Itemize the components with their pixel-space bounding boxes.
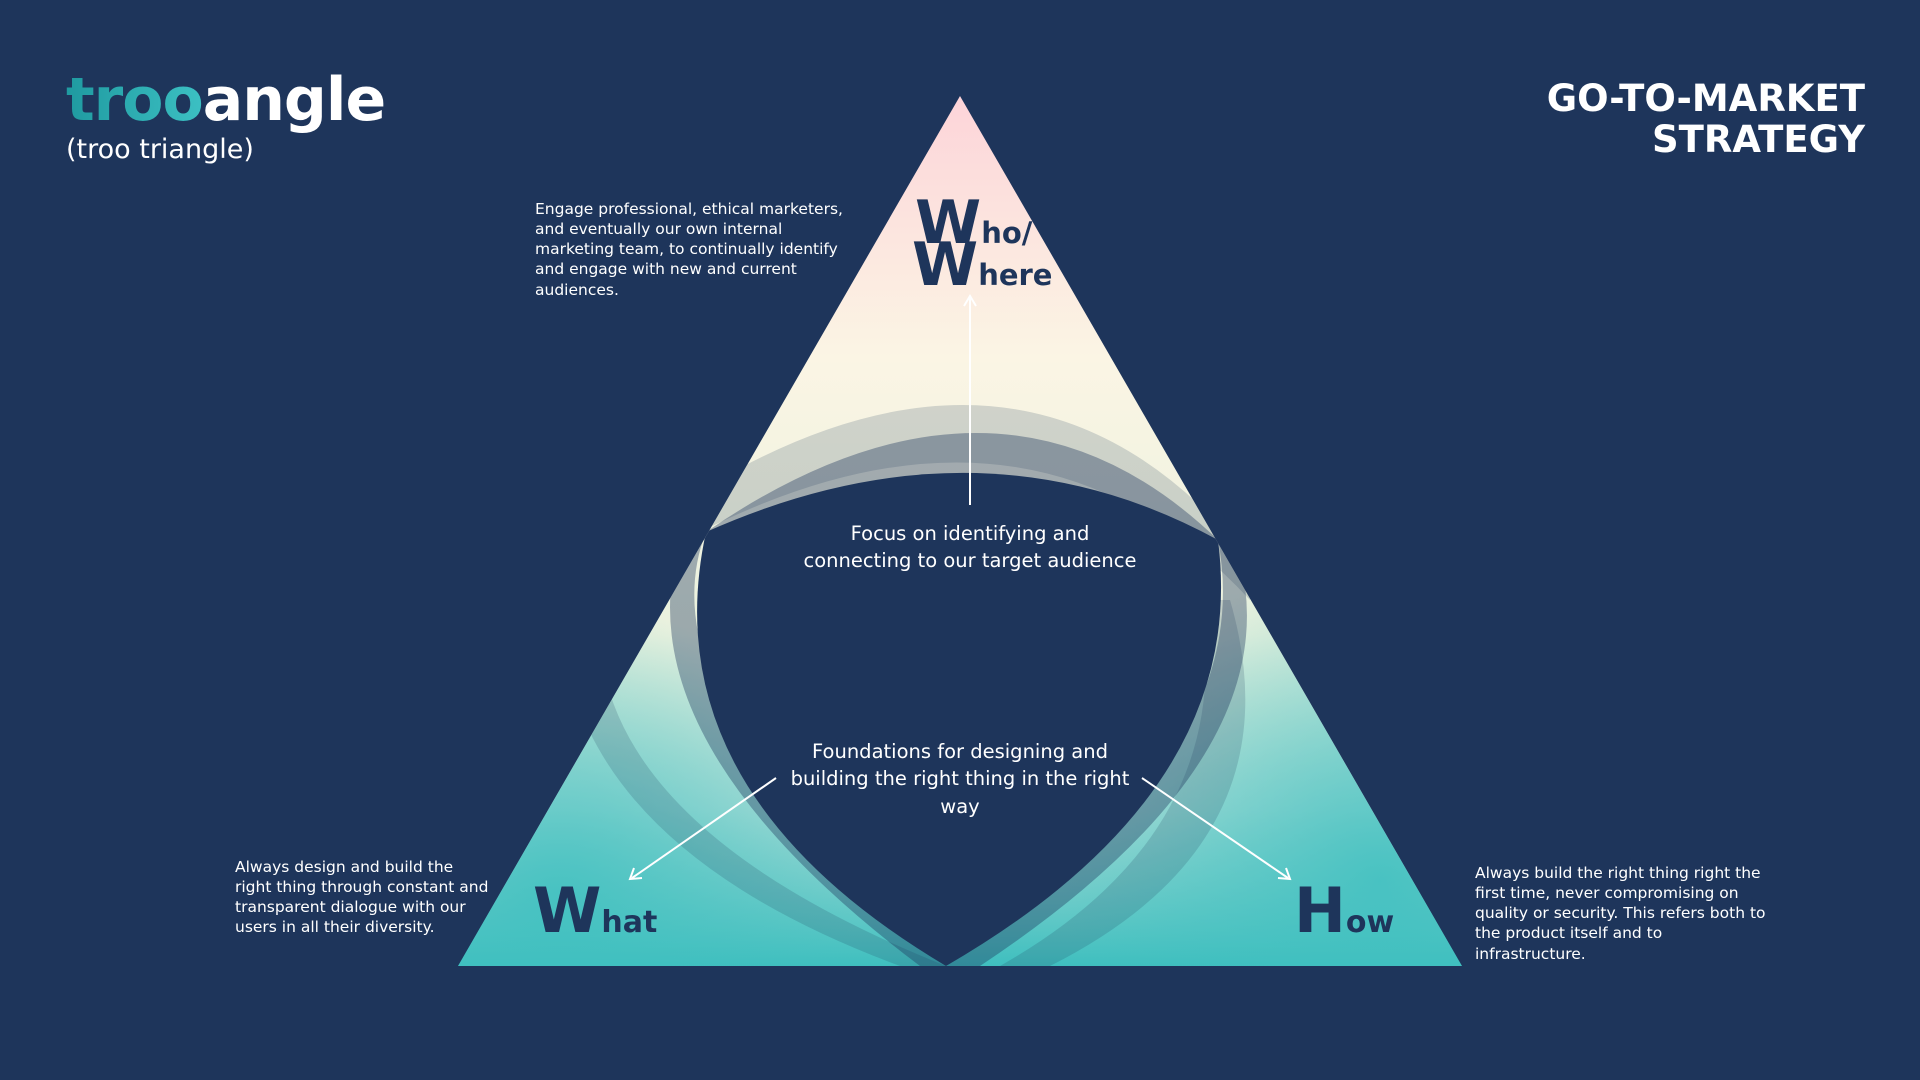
band-right-outer — [1000, 600, 1246, 966]
page-title: GO-TO-MARKET STRATEGY — [1547, 78, 1865, 161]
center-text-top: Focus on identifying and connecting to o… — [803, 522, 1137, 573]
label-who: Who/ — [915, 188, 1033, 258]
description-how: Always build the right thing right the f… — [1475, 864, 1766, 963]
center-text-bottom: Foundations for designing and building t… — [790, 740, 1130, 818]
description-who-where: Engage professional, ethical marketers, … — [535, 200, 843, 299]
band-right-inner — [946, 540, 1247, 966]
label-who-letter: W — [915, 188, 981, 258]
label-what-suffix: hat — [601, 905, 657, 940]
label-how-suffix: ow — [1346, 905, 1394, 940]
label-what-letter: W — [533, 874, 601, 947]
center-lens — [697, 472, 1222, 966]
brand-logo: trooangle (troo triangle) — [66, 70, 386, 165]
description-what: Always design and build the right thing … — [235, 858, 489, 937]
label-what: What — [533, 874, 657, 947]
arrow-up — [963, 294, 977, 505]
band-top-inner — [706, 432, 1218, 560]
logo-angle: angle — [202, 65, 386, 135]
logo-wordmark: trooangle — [66, 70, 386, 130]
band-left-inner — [670, 532, 946, 966]
label-where-letter: W — [912, 230, 978, 300]
band-top-outer — [600, 405, 1250, 600]
arrow-down-left — [628, 777, 777, 881]
logo-troo: troo — [66, 65, 204, 135]
title-line-1: GO-TO-MARKET — [1546, 77, 1865, 120]
label-who-suffix: ho/ — [981, 216, 1033, 250]
label-where-suffix: here — [978, 258, 1052, 292]
label-how-letter: H — [1294, 874, 1346, 947]
label-how: How — [1294, 874, 1394, 947]
label-where: Where — [912, 230, 1052, 300]
arrow-down-right — [1141, 777, 1292, 881]
title-line-2: STRATEGY — [1651, 118, 1865, 162]
logo-subtitle: (troo triangle) — [66, 134, 254, 165]
